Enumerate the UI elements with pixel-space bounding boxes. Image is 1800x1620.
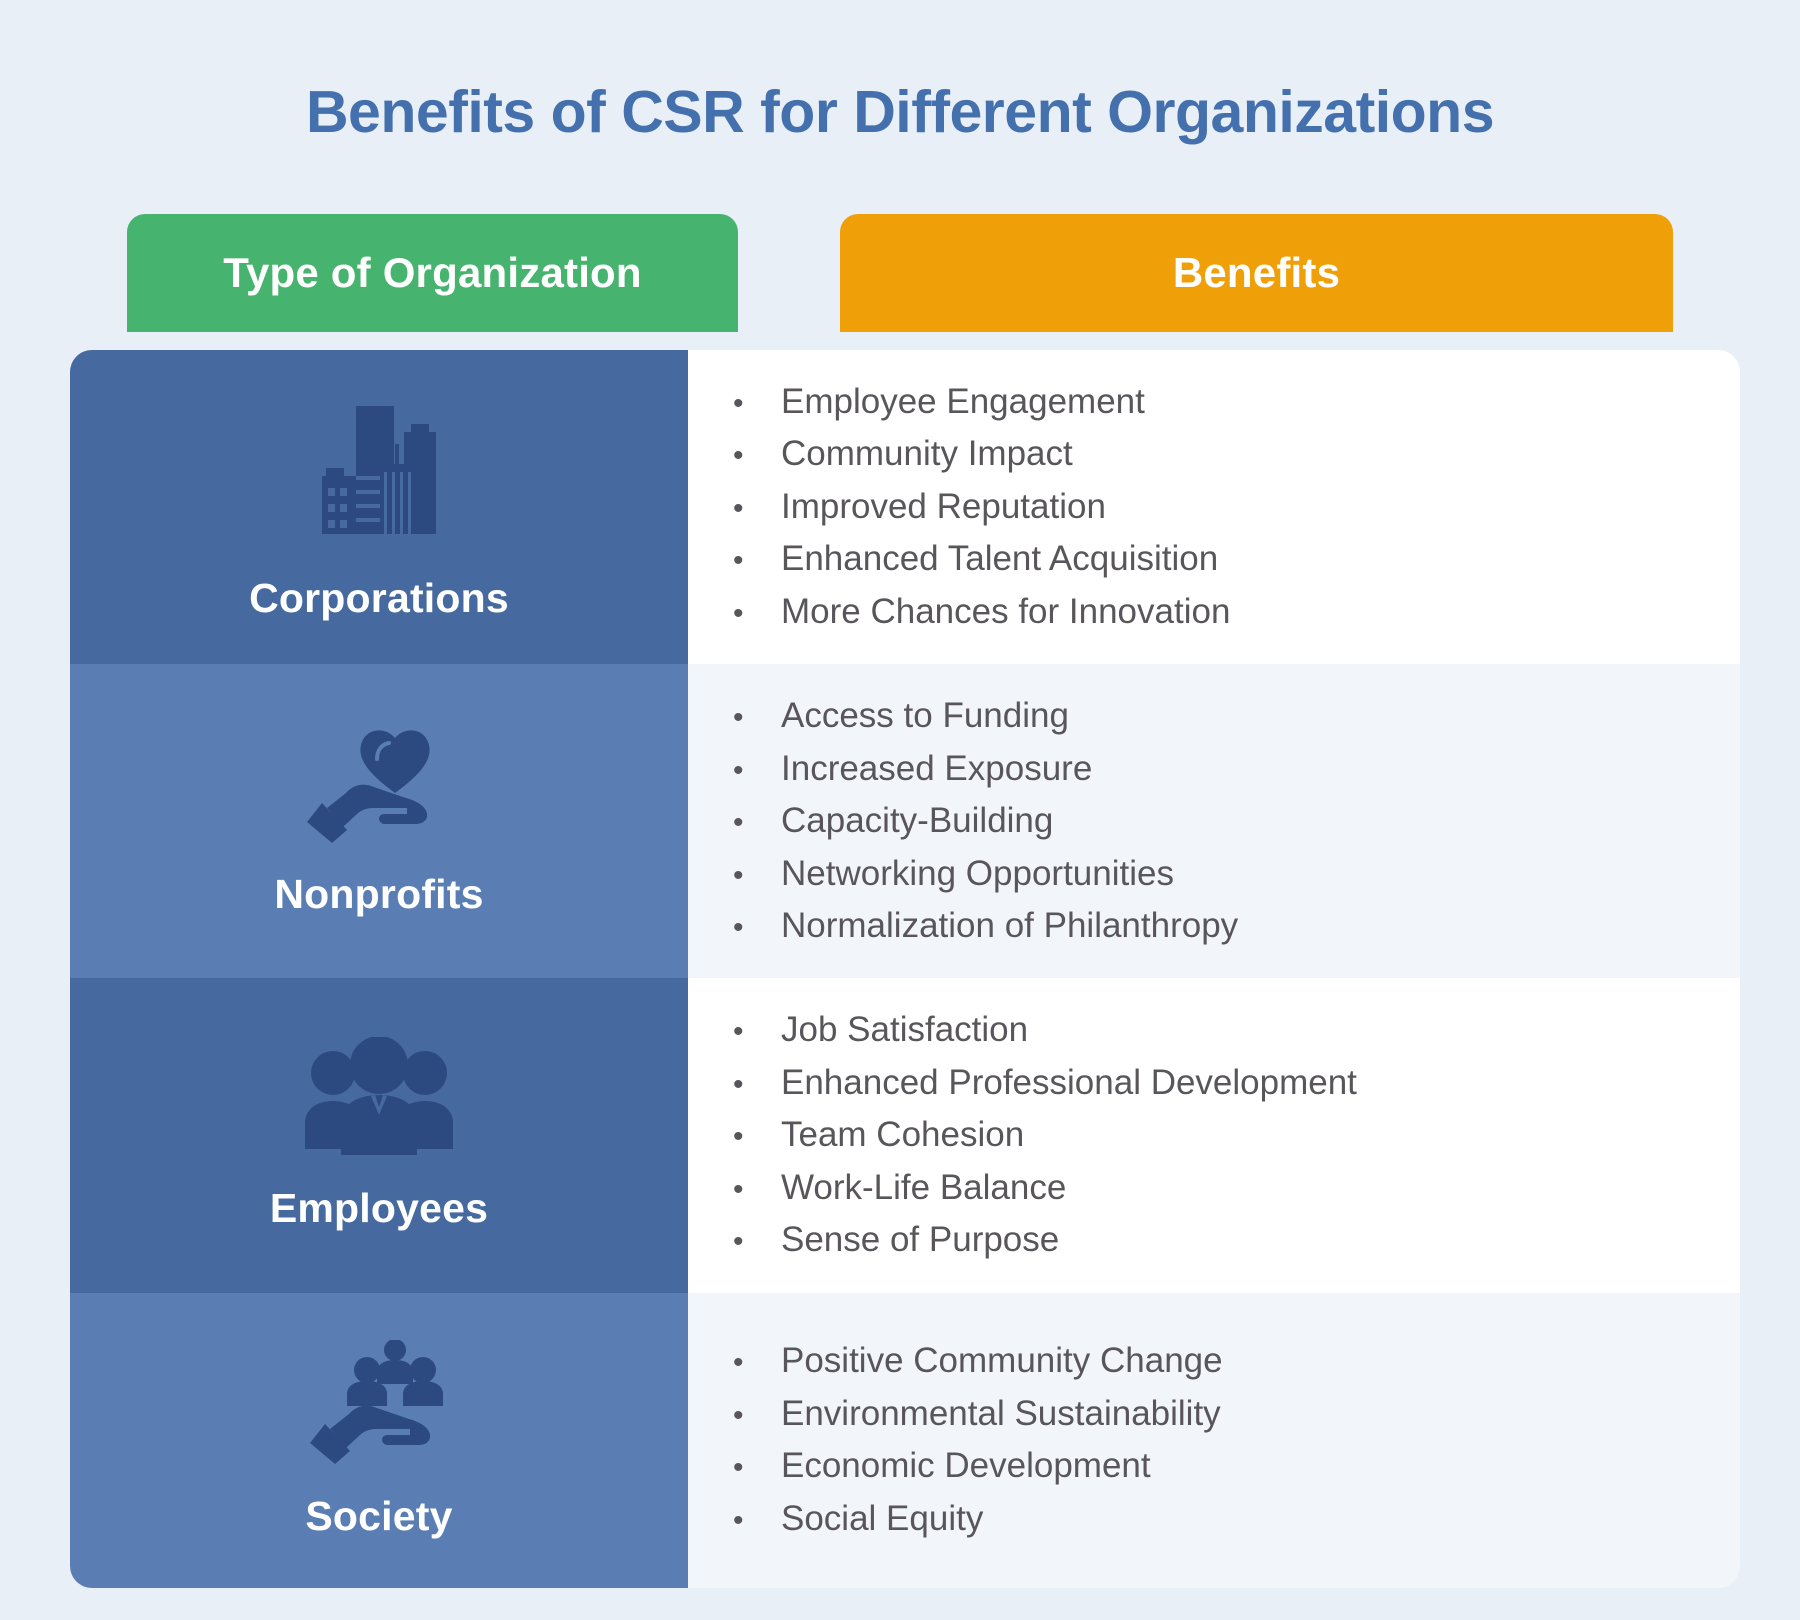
list-item: • Social Equity [688,1493,1700,1545]
column-header-organization: Type of Organization [127,214,738,332]
list-item: • Sense of Purpose [688,1214,1700,1266]
list-item: • Improved Reputation [688,481,1700,533]
bullet-icon: • [733,1015,744,1049]
group-of-people-icon [299,1036,459,1162]
bullet-icon: • [733,1120,744,1154]
benefit-text: Sense of Purpose [781,1220,1060,1260]
list-item: • Networking Opportunities [688,848,1700,900]
list-item: • Job Satisfaction [688,1004,1700,1056]
heart-in-hand-icon [299,723,459,848]
benefit-text: Employee Engagement [781,382,1145,421]
benefits-table: Corporations • Employee Engagement • Com… [70,350,1740,1588]
bullet-icon: • [733,910,744,944]
benefits-list: • Access to Funding • Increased Exposure… [688,690,1700,952]
benefits-list: • Employee Engagement • Community Impact… [688,376,1700,638]
table-row: Employees • Job Satisfaction • Enhanced … [70,978,1740,1293]
org-cell-nonprofits: Nonprofits [70,664,688,979]
list-item: • Environmental Sustainability [688,1388,1700,1440]
list-item: • Community Impact [688,428,1700,480]
benefit-text: Networking Opportunities [781,853,1174,893]
org-label: Society [305,1492,453,1539]
bullet-icon: • [733,1503,744,1537]
bullet-icon: • [733,596,744,630]
bullet-icon: • [733,1398,744,1432]
bullet-icon: • [733,1451,744,1485]
benefit-text: Social Equity [781,1498,984,1538]
benefit-text: Enhanced Talent Acquisition [781,539,1219,579]
list-item: • Increased Exposure [688,743,1700,795]
benefit-text: Increased Exposure [781,748,1093,788]
org-cell-employees: Employees [70,978,688,1293]
list-item: • More Chances for Innovation [688,586,1700,638]
office-buildings-icon [304,392,454,552]
benefits-list: • Positive Community Change • Environmen… [688,1335,1700,1545]
bullet-icon: • [733,858,744,892]
list-item: • Team Cohesion [688,1109,1700,1161]
benefit-text: Economic Development [781,1446,1151,1486]
org-label: Corporations [249,574,509,621]
benefits-cell: • Job Satisfaction • Enhanced Profession… [688,978,1740,1293]
list-item: • Work-Life Balance [688,1162,1700,1214]
benefits-cell: • Positive Community Change • Environmen… [688,1292,1740,1588]
list-item: • Enhanced Talent Acquisition [688,533,1700,585]
bullet-icon: • [733,1225,744,1259]
benefit-text: Normalization of Philanthropy [781,905,1239,945]
list-item: • Access to Funding [688,690,1700,742]
benefit-text: Team Cohesion [781,1115,1025,1155]
bullet-icon: • [733,701,744,735]
benefits-list: • Job Satisfaction • Enhanced Profession… [688,1004,1700,1266]
org-cell-corporations: Corporations [70,350,688,665]
table-row: Society • Positive Community Change • En… [70,1292,1740,1588]
people-in-hand-icon [299,1338,459,1470]
benefits-cell: • Access to Funding • Increased Exposure… [688,664,1740,979]
column-header-benefits-label: Benefits [1172,249,1341,296]
list-item: • Normalization of Philanthropy [688,900,1700,952]
benefit-text: Positive Community Change [781,1341,1223,1381]
list-item: • Economic Development [688,1440,1700,1492]
column-header-benefits: Benefits [840,214,1673,332]
bullet-icon: • [733,1172,744,1206]
list-item: • Positive Community Change [688,1335,1700,1387]
benefits-cell: • Employee Engagement • Community Impact… [688,350,1740,665]
bullet-icon: • [733,491,744,525]
table-row: Nonprofits • Access to Funding • Increas… [70,664,1740,979]
list-item: • Capacity-Building [688,795,1700,847]
benefit-text: Improved Reputation [781,486,1106,526]
column-header-organization-label: Type of Organization [223,249,642,296]
benefit-text: Access to Funding [781,696,1069,736]
bullet-icon: • [733,1067,744,1101]
benefit-text: More Chances for Innovation [781,591,1231,631]
org-label: Employees [269,1185,489,1232]
benefit-text: Enhanced Professional Development [781,1062,1357,1102]
org-label: Nonprofits [274,871,484,918]
list-item: • Enhanced Professional Development [688,1057,1700,1109]
table-row: Corporations • Employee Engagement • Com… [70,350,1740,665]
benefit-text: Capacity-Building [781,801,1054,841]
bullet-icon: • [733,806,744,840]
bullet-icon: • [733,1346,744,1380]
bullet-icon: • [733,387,744,420]
bullet-icon: • [733,439,744,473]
benefit-text: Work-Life Balance [781,1167,1067,1207]
bullet-icon: • [733,544,744,578]
benefit-text: Community Impact [781,434,1073,474]
benefit-text: Environmental Sustainability [781,1393,1221,1433]
bullet-icon: • [733,753,744,787]
list-item: • Employee Engagement [688,376,1700,428]
page-title: Benefits of CSR for Different Organizati… [305,79,1495,145]
org-cell-society: Society [70,1292,688,1588]
benefit-text: Job Satisfaction [781,1010,1029,1050]
